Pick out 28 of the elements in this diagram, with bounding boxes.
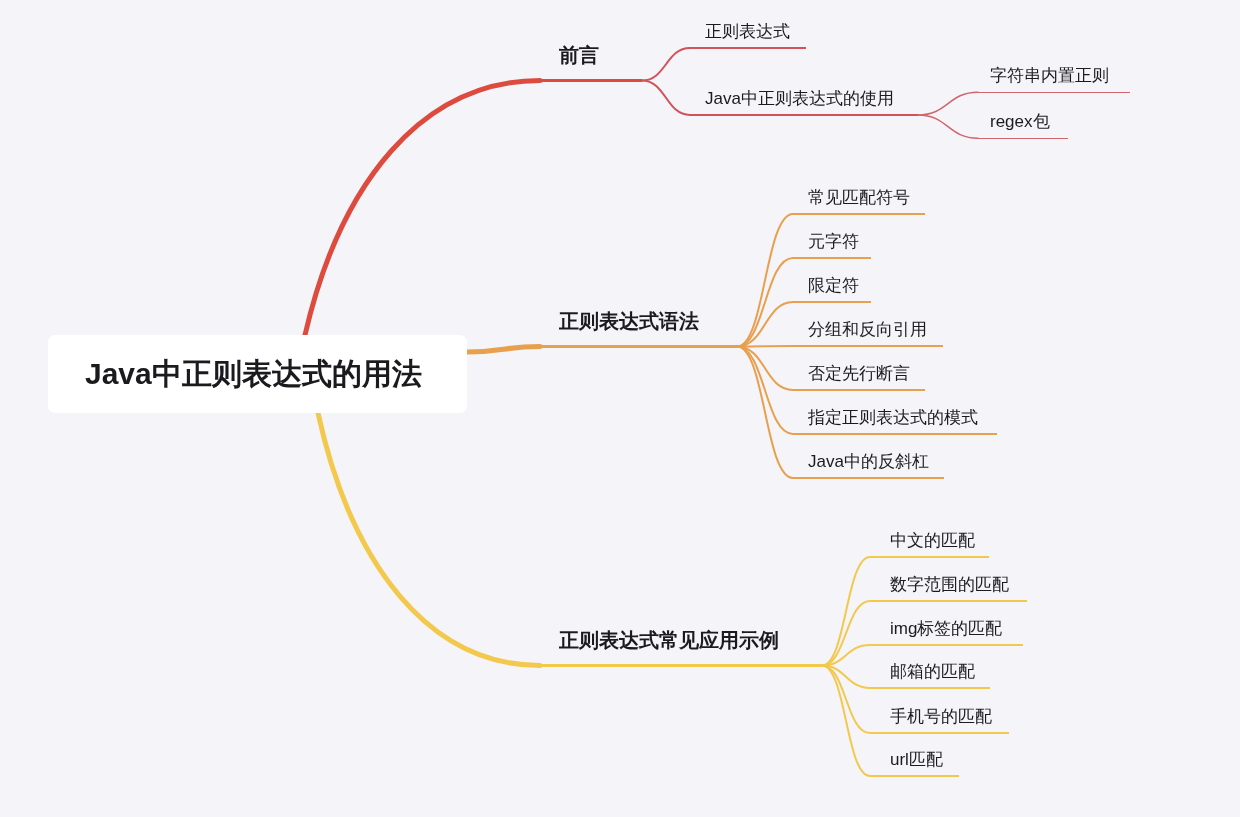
subtopic: 否定先行断言 (793, 359, 925, 391)
subtopic: 数字范围的匹配 (870, 570, 1027, 602)
subtopic: 正则表达式 (690, 17, 806, 49)
subtopic: 手机号的匹配 (870, 702, 1009, 734)
subtopic: 指定正则表达式的模式 (793, 403, 997, 435)
subtopic: img标签的匹配 (870, 614, 1023, 646)
subtopic: 字符串内置正则 (978, 61, 1130, 93)
branch-line (315, 410, 543, 668)
branch-line (641, 79, 691, 116)
subtopic: Java中正则表达式的使用 (690, 84, 918, 116)
subtopic: regex包 (978, 107, 1068, 139)
subtopic: 限定符 (793, 271, 871, 303)
main-topic: 正则表达式语法 (540, 304, 737, 348)
main-topic: 正则表达式常见应用示例 (540, 623, 822, 667)
subtopic: url匹配 (870, 745, 959, 777)
subtopic: 元字符 (793, 227, 871, 259)
subtopic: 邮箱的匹配 (870, 657, 990, 689)
branch-line (302, 78, 543, 338)
subtopic: 分组和反向引用 (793, 315, 943, 347)
branch-line (917, 114, 979, 139)
subtopic: 常见匹配符号 (793, 183, 925, 215)
main-topic: 前言 (540, 38, 642, 82)
branch-line (821, 664, 871, 777)
central-topic-box: Java中正则表达式的用法 (48, 335, 467, 413)
subtopic: Java中的反斜杠 (793, 447, 944, 479)
subtopic: 中文的匹配 (870, 526, 989, 558)
branch-line (641, 47, 691, 82)
branch-line (736, 345, 794, 348)
